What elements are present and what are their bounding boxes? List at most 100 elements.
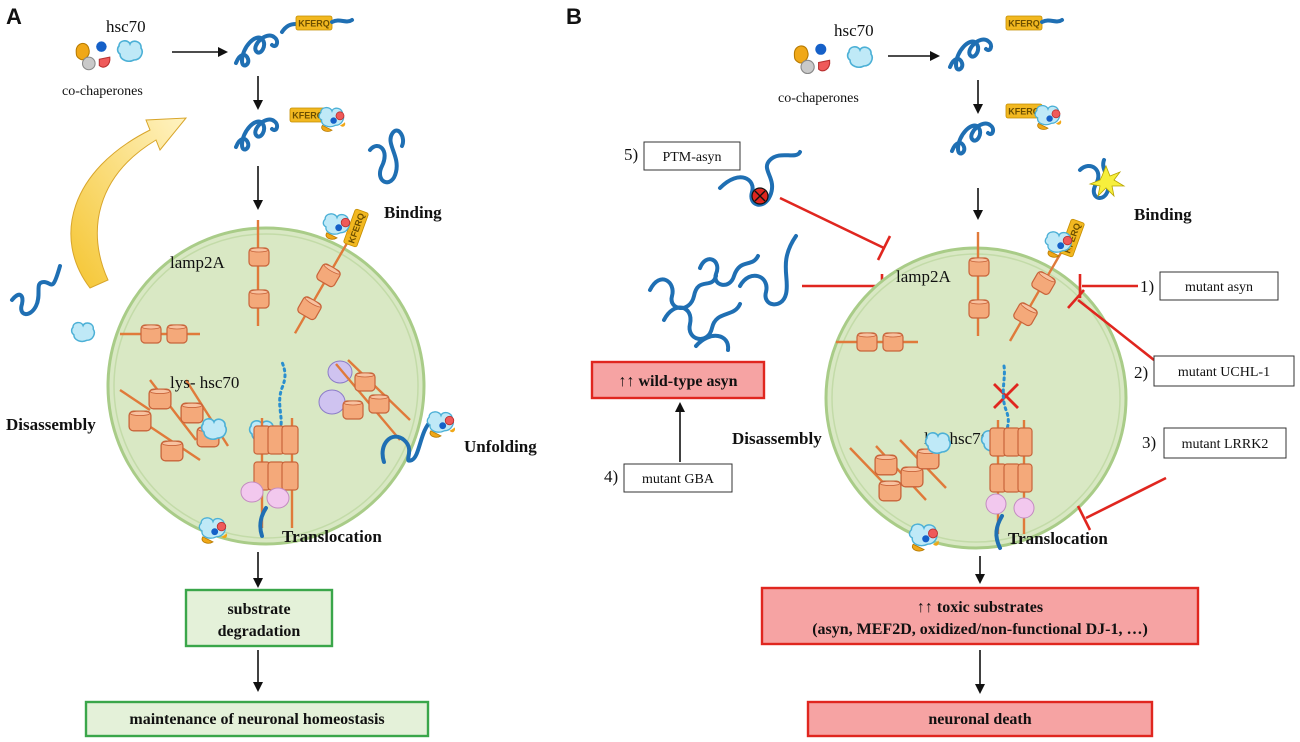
co-chaperones-label: co-chaperones	[62, 84, 143, 99]
panel-a: A hsc70 co-chaperones KFERQ KFERQ	[6, 4, 537, 738]
asyn-aggregate-icon	[648, 234, 798, 352]
svg-text:mutant asyn: mutant asyn	[1185, 280, 1253, 295]
svg-text:KFERQ: KFERQ	[292, 111, 324, 121]
substrate-tail	[280, 22, 298, 34]
lamp2a-horizontal-icon	[120, 324, 200, 344]
inhibition-mutant-uchl1-bar	[1067, 289, 1085, 309]
substrate-tail-2	[330, 18, 354, 24]
svg-text:maintenance of neuronal homeos: maintenance of neuronal homeostasis	[129, 711, 384, 728]
unfolding-complex-icon	[426, 411, 456, 438]
inhibition-mutant-lrrk2	[1085, 476, 1167, 520]
factor-3-mutant-lrrk2: 3) mutant LRRK2	[1142, 427, 1287, 459]
ptm-asyn-chain	[718, 150, 802, 207]
lysosome-a	[106, 226, 426, 546]
b-translocating-chain	[1001, 364, 1010, 434]
svg-text:mutant LRRK2: mutant LRRK2	[1182, 437, 1269, 452]
svg-text:degradation: degradation	[218, 623, 301, 640]
b-chaperone-complex-icon	[1034, 104, 1062, 131]
lamp2a-receptor-icon	[248, 220, 270, 326]
binding-label: Binding	[384, 203, 442, 222]
b-kferq-tag-2: KFERQ	[1005, 103, 1043, 119]
disassembly-cluster-icon	[119, 379, 230, 462]
factor-4-mutant-gba: 4) mutant GBA	[604, 463, 733, 493]
b-exiting-chain	[994, 514, 1004, 550]
svg-text:substrate: substrate	[227, 601, 290, 618]
b-substrate-chain-icon	[950, 40, 991, 70]
neuronal-death-box: neuronal death	[806, 700, 1154, 738]
svg-text:neuronal death: neuronal death	[928, 711, 1031, 728]
svg-text:5): 5)	[624, 145, 638, 164]
factor-2-mutant-uchl1: 2) mutant UCHL-1	[1134, 355, 1295, 387]
disassembly-label: Disassembly	[6, 415, 96, 434]
translocation-complex-icon	[240, 418, 299, 528]
b-lamp2a-label: lamp2A	[896, 267, 951, 286]
inhibition-ptm-bar	[876, 235, 892, 261]
panel-b-letter: B	[566, 4, 582, 29]
lamp2a-binding-icon	[293, 228, 357, 334]
b-substrate-tail	[1040, 18, 1064, 24]
inhibition-mutant-uchl1	[1077, 298, 1155, 362]
b-disassembly-cluster-icon	[849, 431, 951, 502]
toxic-substrates-box: ↑↑ toxic substrates (asyn, MEF2D, oxidiz…	[760, 586, 1200, 646]
svg-text:(asyn, MEF2D, oxidized/non-fun: (asyn, MEF2D, oxidized/non-functional DJ…	[812, 621, 1148, 638]
svg-text:1): 1)	[1140, 277, 1154, 296]
ptm-mark-icon	[751, 187, 769, 205]
b-binding-label: Binding	[1134, 205, 1192, 224]
neuronal-homeostasis-box: maintenance of neuronal homeostasis	[84, 700, 430, 738]
hsc70-icon	[116, 39, 143, 62]
b-hsc70-icon	[846, 45, 873, 68]
co-chaperone-cluster-icon	[75, 40, 111, 71]
svg-text:KFERQ: KFERQ	[1008, 19, 1040, 29]
unfolding-cluster-icon	[318, 359, 411, 441]
svg-text:4): 4)	[604, 467, 618, 486]
binding-substrate	[368, 128, 405, 185]
spark-icon	[1088, 164, 1126, 198]
svg-text:PTM-asyn: PTM-asyn	[662, 150, 721, 165]
unfolding-label: Unfolding	[464, 437, 537, 456]
factor-5-ptm-asyn: 5) PTM-asyn	[624, 141, 741, 171]
b-co-chaperones-label: co-chaperones	[778, 91, 859, 106]
svg-text:KFERQ: KFERQ	[298, 19, 330, 29]
factor-1-mutant-asyn: 1) mutant asyn	[1140, 271, 1279, 301]
kferq-tag-1: KFERQ	[295, 15, 333, 31]
substrate-chain-icon	[236, 36, 277, 66]
b-lamp2a-receptor-icon	[968, 232, 990, 336]
substrate-degradation-box: substrate degradation	[184, 588, 334, 648]
exiting-chain	[258, 506, 268, 538]
wild-type-asyn-box: ↑↑ wild-type asyn	[590, 360, 766, 400]
panel-b: B hsc70 co-chaperones KFERQ KFERQ 5) PTM…	[566, 4, 1295, 738]
svg-text:KFERQ: KFERQ	[1008, 107, 1040, 117]
b-kferq-tag-1: KFERQ	[1005, 15, 1043, 31]
svg-text:mutant UCHL-1: mutant UCHL-1	[1178, 365, 1270, 380]
b-translocation-complex-icon	[985, 420, 1035, 534]
svg-text:↑↑ toxic substrates: ↑↑ toxic substrates	[917, 599, 1043, 616]
hsc70-label: hsc70	[106, 17, 146, 36]
svg-text:2): 2)	[1134, 363, 1148, 382]
translocation-label: Translocation	[282, 527, 382, 546]
b-co-chaperone-cluster-icon	[793, 43, 831, 75]
released-substrate	[10, 264, 62, 316]
unfolding-substrate	[380, 418, 434, 464]
b-lamp2a-binding-icon	[1008, 239, 1070, 342]
blocked-x-icon	[993, 383, 1019, 409]
lys-hsc70-label: lys- hsc70	[170, 373, 239, 392]
svg-text:3): 3)	[1142, 433, 1156, 452]
recycling-arrow	[70, 117, 188, 289]
b-released-complex-icon	[908, 523, 940, 552]
inhibition-ptm	[779, 196, 885, 250]
b-hsc70-label: hsc70	[834, 21, 874, 40]
svg-text:mutant GBA: mutant GBA	[642, 472, 715, 487]
lamp2a-label: lamp2A	[170, 253, 225, 272]
translocating-chain	[278, 360, 287, 432]
inhibition-mutant-lrrk2-bar	[1076, 505, 1092, 531]
chaperone-complex-icon	[318, 106, 346, 133]
b-disassembly-label: Disassembly	[732, 429, 822, 448]
panel-a-letter: A	[6, 4, 22, 29]
b-substrate-bound-icon	[952, 124, 993, 154]
b-translocation-label: Translocation	[1008, 529, 1108, 548]
substrate-chain-bound-icon	[236, 120, 277, 150]
released-hsc70-icon	[70, 321, 96, 343]
svg-text:↑↑ wild-type asyn: ↑↑ wild-type asyn	[618, 373, 737, 390]
b-lamp2a-horizontal-icon	[836, 332, 918, 352]
